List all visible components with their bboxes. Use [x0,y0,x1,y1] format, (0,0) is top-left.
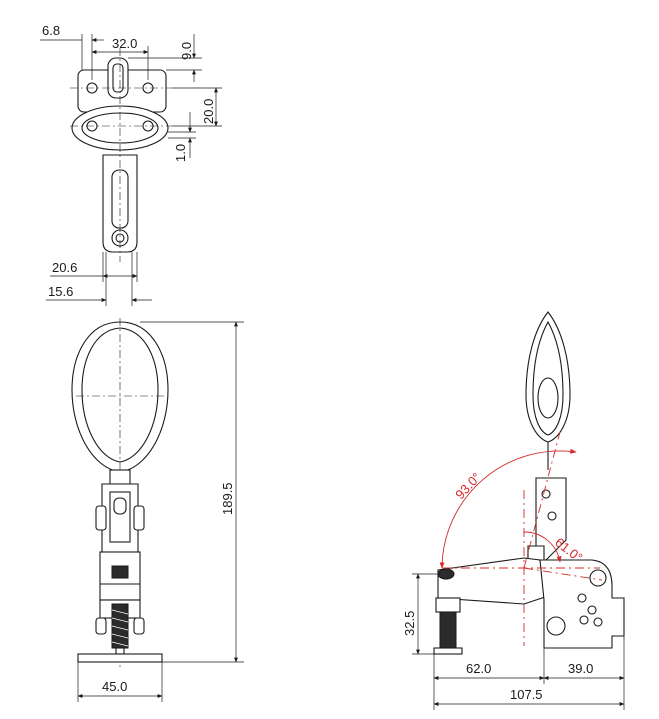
top-view: 6.8 32.0 9.0 20.0 1.0 20.6 15.6 [40,23,222,306]
dim-hole-pitch: 32.0 [112,36,137,51]
dim-spindle-height: 32.5 [402,611,417,636]
dim-top-gap: 9.0 [179,42,194,60]
dim-base: 39.0 [568,661,593,676]
dim-height: 189.5 [220,482,235,515]
handle-neck [109,469,131,485]
dim-reach: 62.0 [466,661,491,676]
side-view: 93.0° 61.0° 32.5 62.0 39.0 107.5 [402,311,625,710]
dim-hole-offset: 6.8 [42,23,60,38]
angle-open: 93.0° [452,469,484,502]
dim-lip: 1.0 [173,144,188,162]
dim-arm-width: 20.6 [52,260,77,275]
dim-overall-length: 107.5 [510,687,543,702]
front-view: 189.5 45.0 [71,318,244,702]
side-handle [525,311,571,443]
angle-arc-open [439,448,577,569]
dim-slot-width: 15.6 [48,284,73,299]
angle-arc-handle [523,531,562,563]
clamp-arm [437,557,549,605]
dim-base-width: 45.0 [102,679,127,694]
base-plate [77,653,163,663]
side-spindle [439,611,457,649]
dim-hole-rows: 20.0 [201,99,216,124]
side-pivot [589,569,607,587]
